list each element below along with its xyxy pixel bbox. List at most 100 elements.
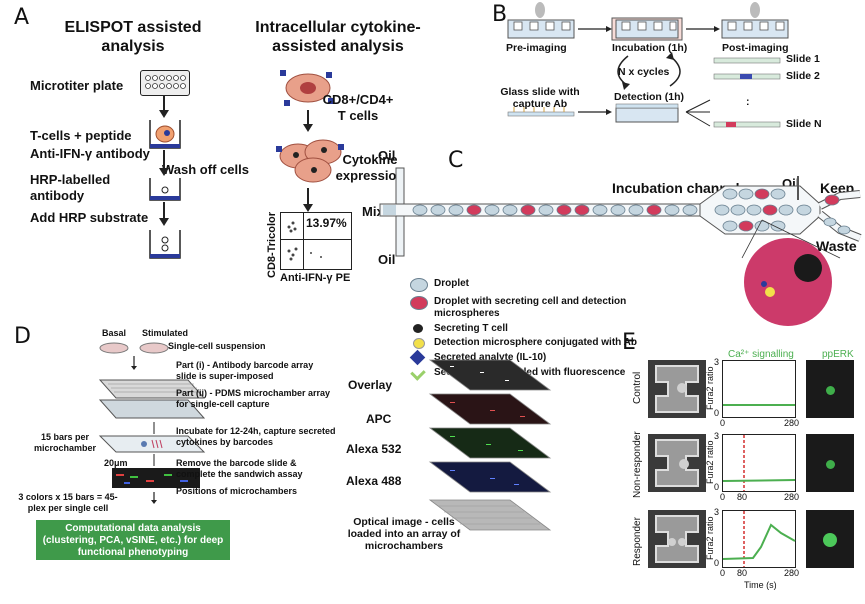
ca-title: Ca²⁺ signalling xyxy=(728,349,794,360)
layer-optical: Optical image - cells loaded into an arr… xyxy=(347,516,461,552)
flow-x-label: Anti-IFN-γ PE xyxy=(280,272,351,284)
legend-droplet: Droplet xyxy=(434,278,469,289)
legend-secreting-droplet: Droplet with secreting cell and detectio… xyxy=(434,296,627,319)
trace-line-responder xyxy=(722,511,796,567)
panel-a-letter: A xyxy=(14,5,30,30)
panel-d-letter: D xyxy=(14,324,31,349)
ytick-3-control: 3 xyxy=(714,357,720,367)
flow-dots-icon xyxy=(287,221,322,261)
ytick-0-nonresponder: 0 xyxy=(714,482,720,492)
step-wash: Wash off cells xyxy=(162,162,249,177)
elispot-wells-diagram xyxy=(149,96,181,220)
part2-label: Part (ii) - PDMS microchamber array for … xyxy=(176,388,331,409)
legend-tcell-icon xyxy=(413,324,423,333)
legend-secondary: Secondary Ab labeled with fluorescence xyxy=(434,367,626,378)
xtick-280-control: 280 xyxy=(784,418,800,428)
layer-overlay: Overlay xyxy=(348,378,393,392)
stimulated-label: Stimulated xyxy=(142,328,189,338)
slide-n-label: Slide N xyxy=(786,118,822,130)
trace-plot-control xyxy=(722,360,796,418)
flow-percent: 13.97% xyxy=(306,216,347,230)
trace-line-nonresponder xyxy=(722,435,796,491)
y-label-nonresponder: Fura2 ratio xyxy=(705,440,715,484)
ics-label-cytokine: Cytokine expression xyxy=(335,152,405,183)
step-hrp: HRP-labelled antibody xyxy=(30,172,111,203)
part1-label: Part (i) - Antibody barcode array slide … xyxy=(176,360,314,381)
detection-label: Detection (1h) xyxy=(614,91,685,103)
panel-d-device-diagram xyxy=(98,342,206,504)
chamber-image-control xyxy=(648,360,706,418)
legend-secreting-droplet-icon xyxy=(410,296,428,310)
microtiter-plate-icon xyxy=(140,70,190,96)
layer-apc: APC xyxy=(366,412,392,426)
panel-b-diagram xyxy=(507,2,789,128)
ics-title: Intracellular cytokine-assisted analysis xyxy=(255,19,421,55)
incubate-label: Incubate for 12-24h, capture secreted cy… xyxy=(176,426,336,447)
oil-bottom-label: Oil xyxy=(378,252,396,267)
plate-wells-icon xyxy=(145,75,186,89)
x-axis-label: Time (s) xyxy=(744,580,777,590)
step-microtiter: Microtiter plate xyxy=(30,78,124,93)
layer-alexa488: Alexa 488 xyxy=(346,474,402,488)
oil-top-label: Oil xyxy=(378,148,396,163)
trace-line-control xyxy=(723,404,795,406)
stage-post-imaging: Post-imaging xyxy=(722,42,789,54)
row-label-responder: Responder xyxy=(632,517,643,566)
waste-label: Waste xyxy=(816,238,857,254)
slide-1-label: Slide 1 xyxy=(786,53,820,65)
suspension-label: Single-cell suspension xyxy=(168,341,266,351)
xtick-280-responder: 280 xyxy=(784,568,800,578)
ics-cells-diagram xyxy=(276,70,344,212)
fluorescence-layer-stack xyxy=(428,359,552,531)
legend-droplet-icon xyxy=(410,278,428,292)
flow-cytometry-plot xyxy=(280,212,352,270)
scale-label: 20μm xyxy=(104,458,128,468)
chamber-image-nonresponder xyxy=(648,434,706,492)
positions-label: Positions of microchambers xyxy=(176,486,298,496)
xtick-80-responder: 80 xyxy=(737,568,748,578)
elispot-final-well xyxy=(149,218,181,259)
chamber-shape-icon xyxy=(655,515,699,563)
xtick-80-nonresponder: 80 xyxy=(737,492,748,502)
ytick-3-nonresponder: 3 xyxy=(714,431,720,441)
trace-plot-responder xyxy=(722,510,796,568)
legend-tcell: Secreting T cell xyxy=(434,323,508,334)
xtick-0-responder: 0 xyxy=(720,568,726,578)
bars-label: 15 bars per microchamber xyxy=(33,432,97,453)
xtick-0-control: 0 xyxy=(720,418,726,428)
ics-label-cells: CD8+/CD4+ T cells xyxy=(322,92,394,123)
basal-label: Basal xyxy=(102,328,127,338)
pperk-title: ppERK xyxy=(822,349,854,360)
row-label-control: Control xyxy=(632,371,643,404)
step-anti-ifn: Anti-IFN-γ antibody xyxy=(30,146,150,161)
remove-label: Remove the barcode slide & complete the … xyxy=(176,458,303,479)
xtick-0-nonresponder: 0 xyxy=(720,492,726,502)
panel-b-letter: B xyxy=(492,2,508,27)
mix-label: Mix xyxy=(362,204,384,219)
ytick-3-responder: 3 xyxy=(714,507,720,517)
chamber-shape-icon xyxy=(655,365,699,413)
y-label-responder: Fura2 ratio xyxy=(705,516,715,560)
panel-e-letter: E xyxy=(622,330,636,355)
ytick-0-responder: 0 xyxy=(714,558,720,568)
glass-slide-label: Glass slide with capture Ab xyxy=(500,86,580,110)
ytick-0-control: 0 xyxy=(714,408,720,418)
legend-analyte: Secreted analyte (IL-10) xyxy=(434,352,547,363)
legend-microsphere-icon xyxy=(413,338,425,349)
pperk-image-responder xyxy=(806,510,854,568)
trace-plot-nonresponder xyxy=(722,434,796,492)
slide-2-label: Slide 2 xyxy=(786,70,820,82)
slide-dots-label: : xyxy=(746,96,750,108)
stage-pre-imaging: Pre-imaging xyxy=(506,42,567,54)
panel-c-letter: C xyxy=(448,148,464,173)
stage-incubation: Incubation (1h) xyxy=(612,42,688,54)
chamber-shape-icon xyxy=(655,439,699,487)
xtick-280-nonresponder: 280 xyxy=(784,492,800,502)
row-label-nonresponder: Non-responder xyxy=(632,431,643,498)
chamber-image-responder xyxy=(648,510,706,568)
analysis-box: Computational data analysis (clustering,… xyxy=(36,520,230,560)
incubation-channel-label: Incubation channel xyxy=(612,180,740,196)
plex-label: 3 colors x 15 bars = 45-plex per single … xyxy=(18,492,118,513)
flow-y-label: CD8-Tricolor xyxy=(266,211,278,278)
layer-alexa532: Alexa 532 xyxy=(346,442,402,456)
